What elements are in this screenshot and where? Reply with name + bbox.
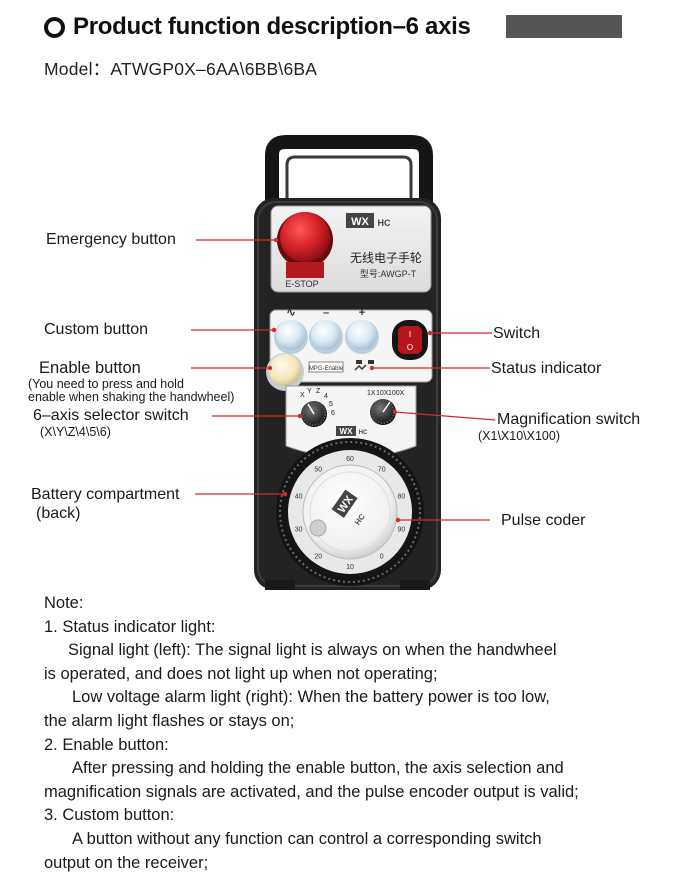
dial-number: 40 xyxy=(295,493,303,500)
label-enable-note-1: (You need to press and hold xyxy=(28,377,184,391)
custom-button-minus[interactable] xyxy=(309,320,343,354)
power-switch[interactable]: I O xyxy=(392,320,428,360)
brand-logo-top: WX HC xyxy=(346,213,391,228)
emergency-stop-button[interactable] xyxy=(277,212,333,278)
note-line: Low voltage alarm light (right): When th… xyxy=(72,688,550,707)
note-line: the alarm light flashes or stays on; xyxy=(44,711,295,730)
svg-text:WX: WX xyxy=(340,427,354,436)
brand-logo-mid: WX HC xyxy=(336,426,368,436)
page-title: Product function description–6 axis xyxy=(44,12,471,42)
svg-text:HC: HC xyxy=(359,430,368,436)
dial-number: 10 xyxy=(346,564,354,571)
svg-text:X: X xyxy=(300,392,305,399)
title-accent-bar xyxy=(506,15,622,38)
label-enable-note-2: enable when shaking the handwheel) xyxy=(28,390,235,404)
dial-number: 70 xyxy=(378,466,386,473)
svg-text:5: 5 xyxy=(329,401,333,408)
dial-number: 60 xyxy=(346,456,354,463)
custom-button-plus[interactable] xyxy=(345,320,379,354)
note-line: After pressing and holding the enable bu… xyxy=(72,759,564,778)
note-heading: Note: xyxy=(44,594,84,612)
enable-button[interactable] xyxy=(266,353,304,391)
label-switch: Switch xyxy=(493,325,541,342)
svg-text:WX: WX xyxy=(351,216,369,228)
label-battery-compartment: Battery compartment xyxy=(31,486,180,503)
svg-text:–: – xyxy=(323,307,329,319)
status-lights xyxy=(354,360,374,371)
model-line: Model：ATWGP0X–6AA\6BB\6BA xyxy=(44,59,318,79)
axis-selector-knob[interactable] xyxy=(301,401,327,427)
note-line: is operated, and does not light up when … xyxy=(44,664,438,683)
svg-text:10X: 10X xyxy=(376,390,389,397)
label-axis-selector: 6–axis selector switch xyxy=(33,407,189,424)
label-axis-values: (X\Y\Z\4\5\6) xyxy=(40,425,111,439)
svg-text:Y: Y xyxy=(307,388,312,395)
magnification-knob[interactable] xyxy=(370,399,396,425)
note-line: magnification signals are activated, and… xyxy=(44,782,579,801)
note-line: 3. Custom button: xyxy=(44,806,175,825)
note-line: 2. Enable button: xyxy=(44,735,169,754)
svg-text:I: I xyxy=(409,330,411,339)
carry-handle xyxy=(265,135,433,205)
dial-number: 90 xyxy=(398,527,406,534)
svg-text:O: O xyxy=(407,343,413,352)
estop-label: E-STOP xyxy=(285,279,318,289)
label-magnification-switch: Magnification switch xyxy=(497,411,641,428)
dial-number: 80 xyxy=(398,493,406,500)
circle-bullet-icon xyxy=(44,16,65,38)
dial-number: 30 xyxy=(295,527,303,534)
custom-button-wave[interactable] xyxy=(274,320,308,354)
note-line: output on the receiver; xyxy=(44,853,209,872)
callout-lines xyxy=(191,239,496,521)
svg-text:HC: HC xyxy=(378,218,391,228)
label-pulse-coder: Pulse coder xyxy=(501,512,586,529)
svg-text:∿: ∿ xyxy=(286,307,295,319)
note-line: A button without any function can contro… xyxy=(72,829,542,848)
dial-number: 0 xyxy=(380,554,384,561)
device-illustration: WX HC 无线电子手轮 型号:AWGP-T E-STOP ∿ – + I O xyxy=(191,135,496,590)
label-emergency-button: Emergency button xyxy=(46,231,176,248)
label-status-indicator: Status indicator xyxy=(491,360,602,377)
svg-text:1X: 1X xyxy=(367,390,376,397)
mpg-enable-label: MPG-Enable xyxy=(309,366,344,372)
svg-text:Z: Z xyxy=(316,388,321,395)
note-line: 1. Status indicator light: xyxy=(44,617,216,636)
note-line: Signal light (left): The signal light is… xyxy=(68,641,557,660)
svg-text:4: 4 xyxy=(324,393,328,400)
dial-number: 50 xyxy=(314,466,322,473)
dial-number: 20 xyxy=(314,554,322,561)
notes-section: Note: 1. Status indicator light: Signal … xyxy=(44,592,579,875)
svg-text:6: 6 xyxy=(331,410,335,417)
label-battery-back: (back) xyxy=(36,505,81,522)
product-name: 无线电子手轮 xyxy=(350,251,422,265)
callout-dots xyxy=(267,237,433,523)
svg-text:100X: 100X xyxy=(388,390,405,397)
product-model: 型号:AWGP-T xyxy=(360,269,417,279)
page-title-text: Product function description–6 axis xyxy=(73,13,471,40)
svg-text:+: + xyxy=(359,307,365,319)
label-magnification-values: (X1\X10\X100) xyxy=(478,429,560,443)
label-custom-button: Custom button xyxy=(44,321,149,338)
label-enable-button: Enable button xyxy=(39,359,141,377)
